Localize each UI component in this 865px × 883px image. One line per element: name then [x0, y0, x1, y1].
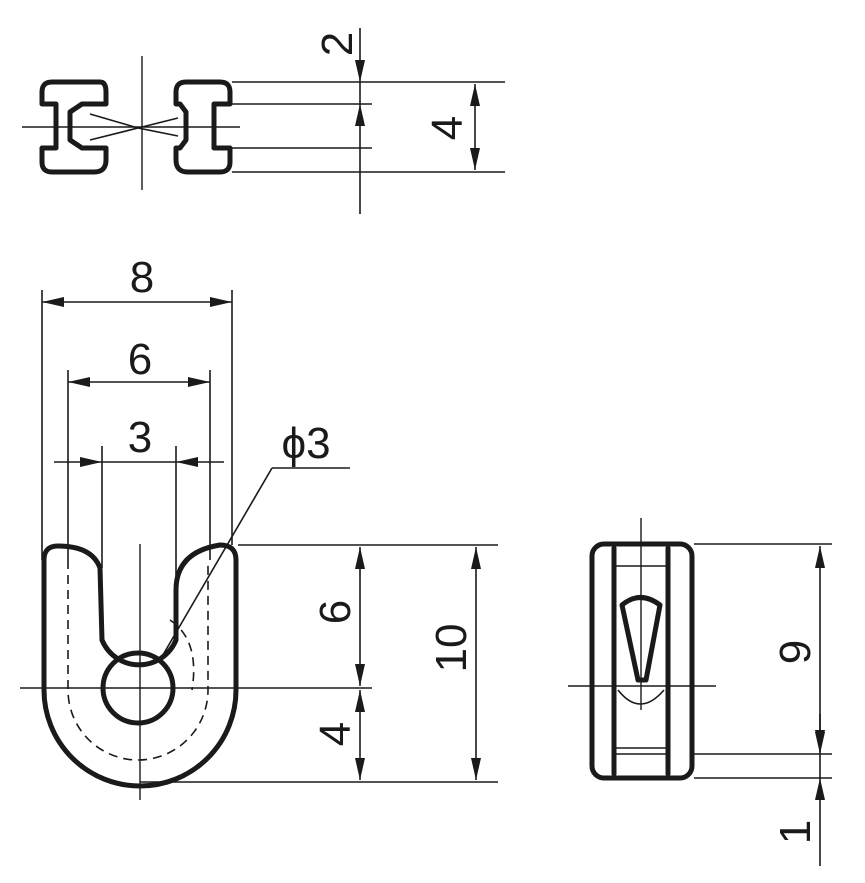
- arrowhead: [815, 546, 825, 568]
- front-view: 8 6 3 ϕ3 6 4 10: [20, 253, 498, 800]
- arrowhead: [355, 60, 365, 82]
- dim-hole-diameter: ϕ3: [281, 419, 330, 468]
- dim-top-gap: 2: [313, 32, 362, 56]
- dim-height-total: 10: [427, 624, 476, 673]
- arrowhead: [471, 758, 481, 780]
- arrowhead: [42, 297, 64, 307]
- front-view-outline: [41, 542, 239, 789]
- arrowhead: [815, 778, 825, 800]
- dim-side-height: 9: [771, 640, 820, 664]
- arrowhead: [210, 297, 232, 307]
- dim-slot-depth: 6: [311, 600, 360, 624]
- arrowhead: [470, 84, 480, 106]
- dim-top-height: 4: [423, 116, 472, 140]
- arrowhead: [355, 758, 365, 780]
- arrowhead: [470, 148, 480, 170]
- dim-width-mid: 6: [128, 335, 152, 384]
- arrowhead: [471, 547, 481, 569]
- top-view-v-groove: [89, 113, 179, 141]
- arrowhead: [188, 377, 210, 387]
- dim-width-outer: 8: [130, 253, 154, 302]
- arrowhead: [355, 104, 365, 126]
- front-view-hidden-lines: [67, 560, 209, 761]
- arrowhead: [355, 547, 365, 569]
- top-view-left-part: [39, 79, 109, 175]
- arrowhead: [355, 690, 365, 712]
- side-view-outline: [589, 541, 695, 781]
- top-view: 2 4: [22, 28, 505, 214]
- hole-leader-line: [159, 467, 273, 661]
- dim-side-base: 1: [771, 820, 820, 844]
- arrowhead: [68, 377, 90, 387]
- dim-width-slot: 3: [128, 413, 152, 462]
- side-view-v-groove: [619, 595, 663, 683]
- top-view-right-part: [173, 79, 233, 175]
- arrowhead: [355, 664, 365, 686]
- arrowhead: [80, 457, 102, 467]
- arrowhead: [176, 457, 198, 467]
- arrowhead: [815, 732, 825, 754]
- side-view: 9 1: [568, 518, 832, 866]
- dim-lower-height: 4: [311, 722, 360, 746]
